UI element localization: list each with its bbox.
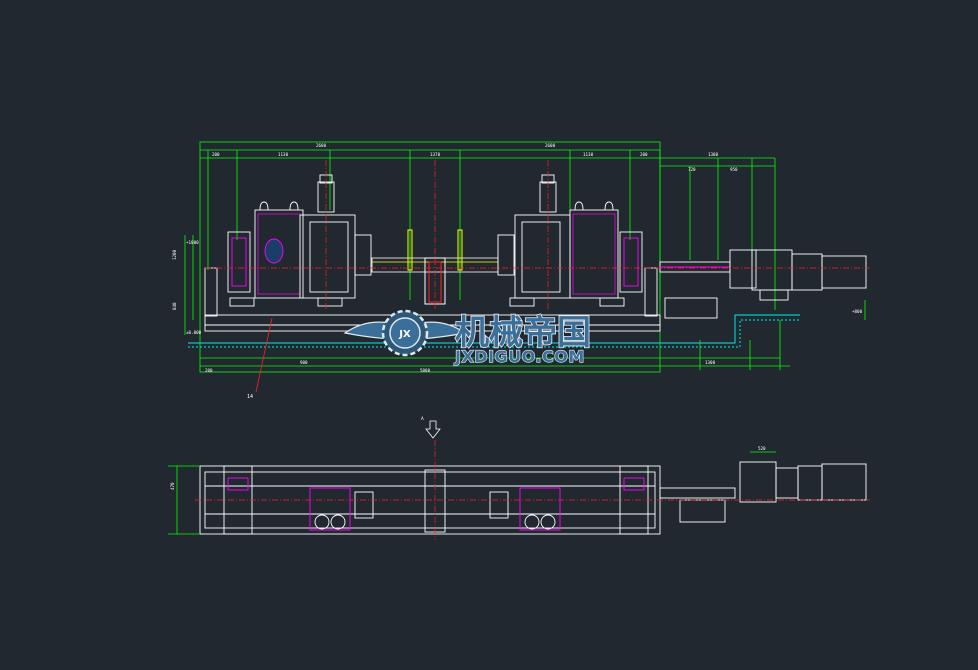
watermark-logo: JX 机械帝国 JXDIGUO.COM: [343, 309, 592, 367]
emblem-letters: JX: [398, 329, 411, 340]
dim-bottom-right: 1300: [705, 360, 716, 365]
dim-bottom-1: 200: [205, 368, 213, 373]
dim-seg-6: 1300: [708, 152, 719, 157]
dim-plan-width-1: 470: [170, 482, 175, 490]
plan-dimensions: [168, 451, 776, 535]
dim-seg-5: 200: [640, 152, 648, 157]
front-center-lines: [205, 160, 870, 310]
dim-seg-7: 720: [688, 167, 696, 172]
dim-overall-right: 2600: [545, 143, 556, 148]
plan-roll-stands: [227, 477, 645, 531]
dim-bottom-total: 5000: [420, 368, 431, 373]
dim-plan-width-2: 520: [758, 446, 766, 451]
part-callout: 14: [247, 317, 273, 400]
dim-seg-1: 200: [212, 152, 220, 157]
section-arrow: A: [421, 416, 441, 439]
wing-emblem: [343, 321, 467, 340]
front-elevation-view: 2600 2600 200 1130 1370 1130 200 1300 72…: [172, 141, 870, 400]
dim-overall-left: 2600: [316, 143, 327, 148]
section-marker: A: [421, 416, 424, 422]
watermark-brand-cn: 机械帝国: [455, 313, 591, 353]
dim-seg-3: 1370: [430, 152, 441, 157]
dim-seg-2: 1130: [278, 152, 289, 157]
dim-seg-4: 1130: [583, 152, 594, 157]
right-roll-stand: [497, 174, 643, 299]
level-right: +800: [852, 309, 863, 314]
dim-height-2: 840: [172, 302, 177, 310]
level-floor: ±0.000: [186, 330, 202, 335]
foundation-line: [188, 314, 800, 348]
dim-bottom-2: 900: [300, 360, 308, 365]
level-left: +1000: [186, 240, 199, 245]
drive-motor: [659, 249, 867, 319]
left-roll-stand: [227, 174, 372, 299]
watermark-brand-en: JXDIGUO.COM: [454, 347, 585, 366]
gear-emblem: JX: [381, 309, 429, 357]
plan-drive-motor: [659, 461, 867, 523]
callout-number: 14: [247, 394, 253, 400]
dim-height-1: 1200: [172, 249, 177, 260]
plan-center-lines: [195, 440, 870, 540]
plan-view: A: [168, 416, 870, 540]
dim-seg-8: 950: [730, 167, 738, 172]
front-dimension-frame: [184, 141, 866, 373]
front-dimension-labels: 2600 2600 200 1130 1370 1130 200 1300 72…: [172, 143, 863, 373]
plan-dimension-labels: 470 520: [170, 446, 766, 490]
